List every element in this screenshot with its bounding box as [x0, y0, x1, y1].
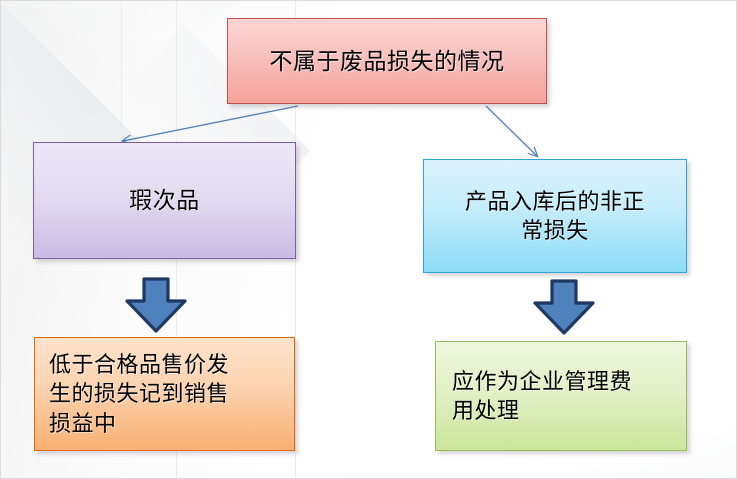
- administrative-expense-box[interactable]: 应作为企业管理费 用处理: [435, 341, 687, 451]
- arrow-abnormal-to-admin-expense: [533, 279, 595, 335]
- sales-profit-loss-label: 低于合格品售价发 生的损失记到销售 损益中: [49, 351, 230, 436]
- connector-top-to-defective: [123, 105, 299, 141]
- administrative-expense-label: 应作为企业管理费 用处理: [452, 368, 633, 423]
- defective-goods-box[interactable]: 瑕次品: [33, 142, 296, 259]
- connector-top-to-abnormal: [485, 105, 537, 156]
- not-scrap-loss-box[interactable]: 不属于废品损失的情况: [227, 18, 547, 104]
- sales-profit-loss-box[interactable]: 低于合格品售价发 生的损失记到销售 损益中: [34, 337, 295, 451]
- arrow-defective-to-sales-loss: [125, 277, 187, 333]
- background-diamond-shape: [1, 1, 135, 135]
- not-scrap-loss-label: 不属于废品损失的情况: [269, 47, 505, 74]
- post-warehousing-abnormal-loss-box[interactable]: 产品入库后的非正 常损失: [423, 159, 687, 273]
- post-warehousing-abnormal-loss-label: 产品入库后的非正 常损失: [464, 188, 645, 243]
- defective-goods-label: 瑕次品: [129, 187, 200, 214]
